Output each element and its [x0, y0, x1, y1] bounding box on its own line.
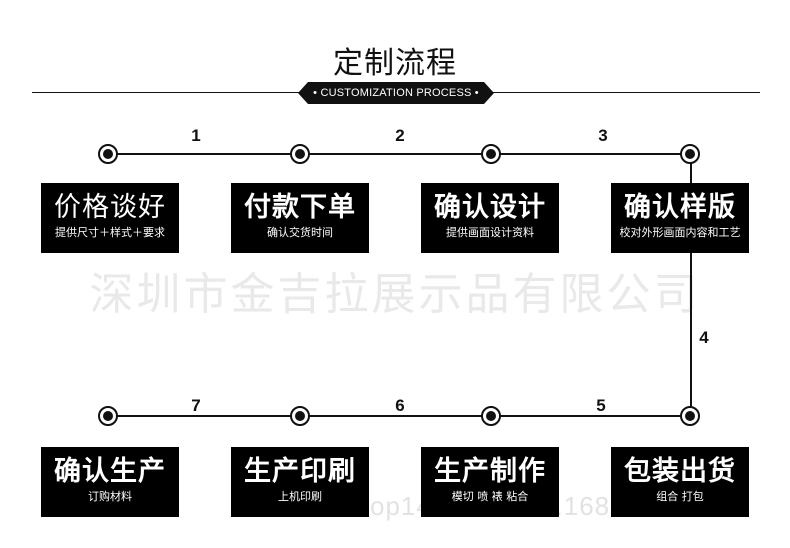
- step-box-place-order: 付款下单 确认交货时间: [231, 183, 369, 253]
- step-box-printing: 生产印刷 上机印刷: [231, 447, 369, 517]
- step-number: 4: [699, 328, 709, 347]
- step-title: 确认设计: [434, 192, 546, 223]
- step-box-confirm-design: 确认设计 提供画面设计资料: [421, 183, 559, 253]
- step-subtitle: 校对外形画面内容和工艺: [619, 226, 741, 239]
- step-subtitle: 订购材料: [88, 490, 132, 503]
- title-rule-right: [492, 92, 760, 93]
- step-subtitle: 提供尺寸＋样式＋要求: [55, 226, 165, 239]
- step-box-confirm-sample: 确认样版 校对外形画面内容和工艺: [611, 183, 749, 253]
- step-subtitle: 组合 打包: [656, 490, 704, 503]
- step-subtitle: 提供画面设计资料: [446, 226, 534, 239]
- subtitle-text: CUSTOMIZATION PROCESS: [298, 82, 494, 104]
- step-subtitle: 上机印刷: [278, 490, 322, 503]
- step-number: 5: [596, 396, 606, 415]
- flow-node: [98, 144, 118, 164]
- step-title: 包装出货: [624, 456, 736, 487]
- step-title: 确认生产: [54, 456, 166, 487]
- company-watermark: 深圳市金吉拉展示品有限公司: [89, 269, 701, 320]
- step-subtitle: 确认交货时间: [267, 226, 333, 239]
- step-title: 确认样版: [624, 192, 736, 223]
- step-title: 价格谈好: [54, 192, 166, 223]
- step-number: 1: [191, 126, 201, 145]
- title-rule-left: [32, 92, 302, 93]
- connector-bottom: [108, 415, 690, 417]
- flow-node: [290, 144, 310, 164]
- step-box-shipping: 包装出货 组合 打包: [611, 447, 749, 517]
- flow-node: [290, 406, 310, 426]
- connector-top: [108, 153, 690, 155]
- step-box-price-agreed: 价格谈好 提供尺寸＋样式＋要求: [41, 183, 179, 253]
- step-number: 7: [191, 396, 201, 415]
- step-title: 生产制作: [434, 456, 546, 487]
- step-box-manufacturing: 生产制作 模切 喷 裱 粘合: [421, 447, 559, 517]
- step-box-confirm-production: 确认生产 订购材料: [41, 447, 179, 517]
- step-number: 3: [598, 126, 608, 145]
- step-number: 6: [395, 396, 405, 415]
- flow-node: [481, 406, 501, 426]
- step-number: 2: [395, 126, 405, 145]
- connector-right: [690, 153, 692, 417]
- step-subtitle: 模切 喷 裱 粘合: [451, 490, 529, 503]
- flow-node: [98, 406, 118, 426]
- flow-node: [680, 144, 700, 164]
- step-title: 生产印刷: [244, 456, 356, 487]
- flow-node: [481, 144, 501, 164]
- step-title: 付款下单: [244, 192, 356, 223]
- flow-node: [680, 406, 700, 426]
- page-title: 定制流程: [333, 46, 457, 81]
